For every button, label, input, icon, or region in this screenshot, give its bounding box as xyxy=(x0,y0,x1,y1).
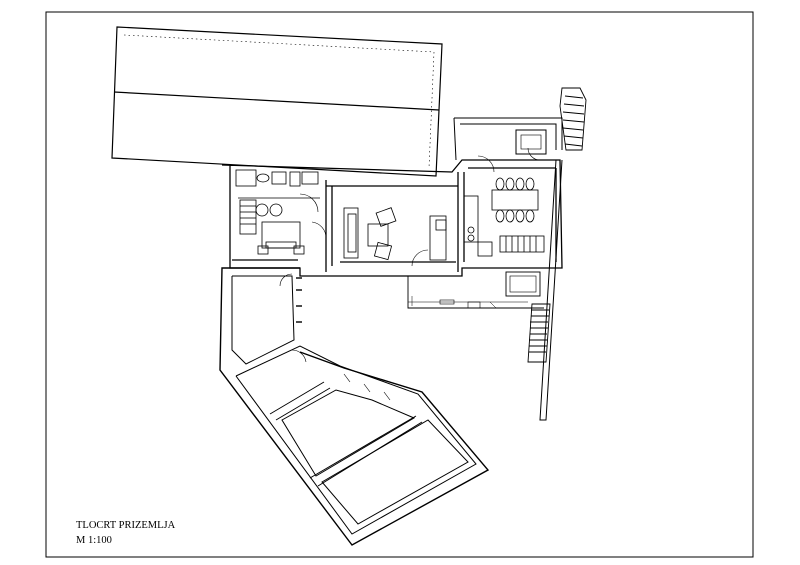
entrance-terrace xyxy=(453,117,563,161)
living-room-furniture xyxy=(343,207,447,267)
bedroom-furniture xyxy=(235,169,327,255)
external-stair-south xyxy=(527,303,551,363)
roof-plan xyxy=(111,26,443,177)
wing-interior xyxy=(235,273,477,535)
external-stair-north xyxy=(559,87,587,151)
east-retaining-wall xyxy=(539,159,563,421)
drawing-scale: M 1:100 xyxy=(76,535,112,546)
garage-wing xyxy=(219,267,490,546)
kitchen-dining xyxy=(463,155,545,257)
covered-terrace xyxy=(407,271,544,309)
drawing-frame xyxy=(45,11,754,558)
house-walls xyxy=(221,159,563,277)
drawing-title: TLOCRT PRIZEMLJA xyxy=(76,520,176,531)
title-block: TLOCRT PRIZEMLJA M 1:100 xyxy=(76,520,176,546)
